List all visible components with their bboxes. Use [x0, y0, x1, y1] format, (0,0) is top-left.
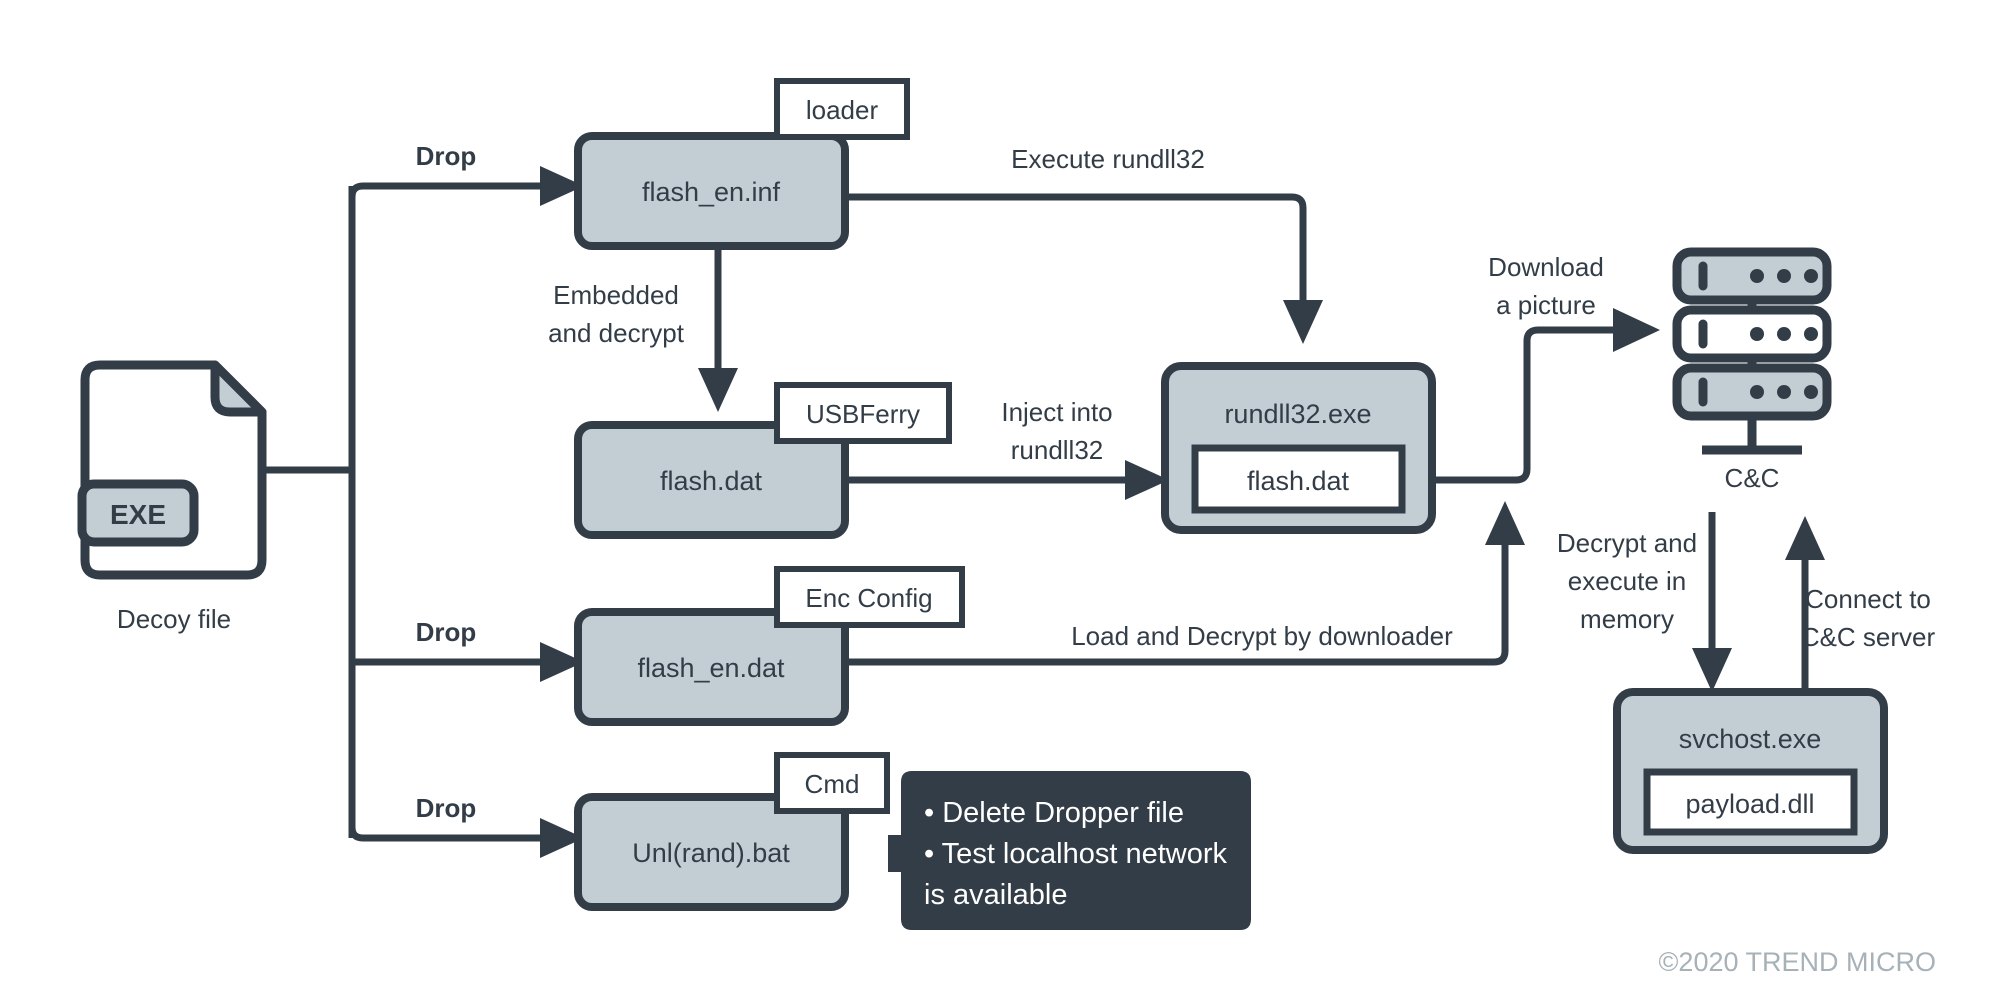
server-dot-top-1 [1750, 269, 1764, 283]
edge-label-drop-inf: Drop [416, 141, 477, 171]
edge-label-decrypt-line1: Decrypt and [1557, 528, 1697, 558]
node-flash-en-inf[interactable]: loader flash_en.inf [574, 78, 910, 250]
copyright-text: ©2020 TREND MICRO [1659, 947, 1936, 977]
edge-label-connect-line1: Connect to [1805, 584, 1931, 614]
edge-label-embedded-line1: Embedded [553, 280, 679, 310]
callout-bullet-2: • Test localhost network [924, 838, 1227, 870]
server-dot-bottom-3 [1804, 385, 1818, 399]
svchost-label: svchost.exe [1679, 724, 1822, 754]
edge-label-embedded-line2: and decrypt [548, 318, 685, 348]
server-dot-top-3 [1804, 269, 1818, 283]
server-dot-top-2 [1777, 269, 1791, 283]
svchost-inner-label: payload.dll [1685, 789, 1814, 819]
exe-badge-label: EXE [110, 499, 166, 530]
rundll32-label: rundll32.exe [1224, 399, 1371, 429]
flash-dat-box [574, 421, 849, 539]
flash-dat-tag-label: USBFerry [806, 399, 920, 429]
edge-encconfig-to-rundll32 [845, 545, 1509, 666]
arrowhead-cnc-to-svchost [1692, 648, 1732, 692]
flash-dat-tag-box [774, 382, 952, 444]
arrowhead-encconfig-to-rundll32 [1485, 501, 1525, 545]
edge-rundll32-to-cnc [1400, 326, 1613, 484]
flash-en-inf-box [574, 132, 849, 250]
edge-label-drop-cmd: Drop [416, 793, 477, 823]
arrowhead-inf-to-rundll32 [1283, 300, 1323, 344]
server-dot-mid-2 [1777, 327, 1791, 341]
svchost-inner-box [1643, 768, 1858, 836]
node-svchost[interactable]: svchost.exe payload.dll [1613, 688, 1888, 854]
server-dot-bottom-2 [1777, 385, 1791, 399]
edge-label-download-line1: Download [1488, 252, 1604, 282]
unl-rand-bat-box [574, 793, 849, 911]
exe-badge [77, 479, 199, 547]
edge-label-drop-encconfig: Drop [416, 617, 477, 647]
edge-label-load-decrypt: Load and Decrypt by downloader [1071, 621, 1453, 651]
arrowhead-rundll32-to-cnc [1613, 308, 1660, 352]
flash-en-dat-box [574, 608, 849, 726]
edge-label-connect-line2: C&C server [1801, 622, 1936, 652]
node-unl-rand-bat[interactable]: Cmd Unl(rand).bat [574, 752, 890, 911]
server-dot-mid-1 [1750, 327, 1764, 341]
server-dot-bottom-1 [1750, 385, 1764, 399]
document-fold-icon [210, 360, 267, 417]
rundll32-inner-label: flash.dat [1247, 466, 1350, 496]
edge-label-download-line2: a picture [1496, 290, 1596, 320]
edge-label-decrypt-line3: memory [1580, 604, 1674, 634]
arrowhead-drop-inf [540, 166, 584, 206]
node-flash-en-dat[interactable]: Enc Config flash_en.dat [574, 566, 965, 726]
flash-en-dat-tag-label: Enc Config [805, 583, 932, 613]
unl-rand-bat-tag-label: Cmd [805, 769, 860, 799]
edge-inf-to-rundll32 [845, 193, 1307, 300]
callout-bullet-1: • Delete Dropper file [924, 797, 1184, 829]
connector-layer [262, 166, 1825, 858]
cnc-label: C&C [1725, 463, 1780, 493]
arrowhead-svchost-to-cnc [1785, 516, 1825, 560]
server-icon [1672, 247, 1832, 455]
node-rundll32[interactable]: rundll32.exe flash.dat [1161, 362, 1436, 534]
arrowhead-flashdat-to-rundll32 [1125, 460, 1169, 500]
cnc-server-node[interactable]: C&C [1672, 247, 1832, 493]
arrowhead-drop-cmd [540, 818, 584, 858]
arrowhead-drop-encconfig [540, 642, 584, 682]
edge-label-layer: Drop Drop Drop Embedded and decrypt Exec… [416, 141, 1936, 823]
arrowhead-inf-to-flashdat [698, 368, 738, 412]
flash-en-dat-label: flash_en.dat [637, 653, 785, 683]
flash-en-inf-label: flash_en.inf [642, 177, 781, 207]
decoy-file-caption: Decoy file [117, 604, 231, 634]
edge-drop-inf [348, 182, 540, 198]
flash-dat-label: flash.dat [660, 466, 763, 496]
unl-rand-bat-tag-box [774, 752, 890, 814]
edge-label-execute-rundll32: Execute rundll32 [1011, 144, 1205, 174]
flash-en-dat-tag-box [774, 566, 965, 628]
flash-en-inf-tag-label: loader [806, 95, 879, 125]
cmd-actions-callout: • Delete Dropper file • Test localhost n… [888, 771, 1251, 930]
edge-label-inject-line1: Inject into [1001, 397, 1112, 427]
callout-bullet-3: is available [924, 879, 1067, 911]
edge-label-inject-line2: rundll32 [1011, 435, 1104, 465]
unl-rand-bat-label: Unl(rand).bat [632, 838, 790, 868]
edge-label-decrypt-line2: execute in [1568, 566, 1687, 596]
server-dot-mid-3 [1804, 327, 1818, 341]
edge-drop-cmd [348, 826, 540, 842]
callout-shape [888, 771, 1251, 930]
rundll32-inner-box [1191, 444, 1406, 514]
node-flash-dat[interactable]: USBFerry flash.dat [574, 382, 952, 539]
decoy-file-node[interactable]: EXE Decoy file [77, 360, 267, 634]
flash-en-inf-tag-box [774, 78, 910, 140]
